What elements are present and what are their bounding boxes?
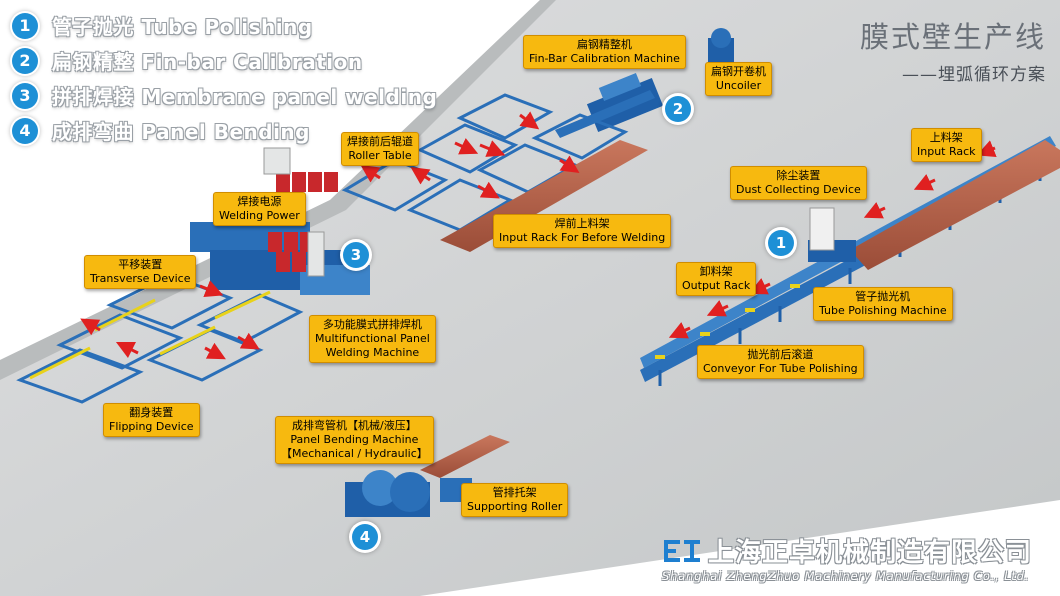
legend-item-tube-polishing: 1 管子抛光 Tube Polishing	[12, 12, 437, 39]
legend-item-panel-bending: 4 成排弯曲 Panel Bending	[12, 117, 437, 144]
title-sub: ——埋弧循环方案	[902, 65, 1046, 85]
callout-en: Input Rack For Before Welding	[499, 231, 666, 244]
stage-badge-2: 2	[665, 96, 691, 122]
callout-cn: 成排弯管机【机械/液压】	[292, 419, 417, 432]
callout-cn: 焊前上料架	[554, 217, 610, 230]
callout-cn: 翻身装置	[129, 406, 174, 419]
title-main: 膜式壁生产线	[859, 20, 1046, 54]
callout-dust-collecting: 除尘装置 Dust Collecting Device	[730, 166, 867, 200]
callout-cn: 平移装置	[118, 258, 163, 271]
legend-label: 扁钢精整 Fin-bar Calibration	[52, 50, 363, 74]
stage-badge-4: 4	[352, 524, 378, 550]
callout-en: Welding Power	[219, 209, 300, 222]
callout-panel-bending: 成排弯管机【机械/液压】 Panel Bending Machine 【Mech…	[275, 416, 434, 464]
callout-tube-polishing-machine: 管子抛光机 Tube Polishing Machine	[813, 287, 953, 321]
company-name-en: Shanghai ZhengZhuo Machinery Manufacturi…	[662, 569, 1030, 583]
callout-cn: 卸料架	[699, 265, 733, 278]
legend-label: 成排弯曲 Panel Bending	[52, 120, 310, 144]
company-mark: 上海正卓机械制造有限公司	[662, 532, 1032, 569]
callout-cn: 除尘装置	[776, 169, 821, 182]
callout-en: Input Rack	[917, 145, 976, 158]
callout-flipping-device: 翻身装置 Flipping Device	[103, 403, 200, 437]
company-logo-icon	[664, 539, 700, 562]
callout-cn: 扁钢开卷机	[711, 65, 766, 78]
company-name-cn: 上海正卓机械制造有限公司	[708, 538, 1033, 568]
legend-item-fin-bar: 2 扁钢精整 Fin-bar Calibration	[12, 47, 437, 74]
callout-cn: 多功能膜式拼排焊机	[322, 318, 422, 331]
callout-en: Roller Table	[348, 149, 412, 162]
legend-number-badge: 1	[12, 12, 38, 39]
callout-roller-table: 焊接前后辊道 Roller Table	[341, 132, 419, 166]
callout-fin-bar-machine: 扁钢精整机 Fin-Bar Calibration Machine	[523, 35, 686, 69]
callout-en: Transverse Device	[90, 272, 191, 285]
callout-en-line2: 【Mechanical / Hydraulic】	[281, 447, 428, 460]
callout-en: Uncoiler	[715, 79, 762, 92]
callout-en: Conveyor For Tube Polishing	[703, 362, 858, 375]
callout-uncoiler: 扁钢开卷机 Uncoiler	[705, 62, 772, 96]
legend-number-badge: 4	[12, 117, 38, 144]
callout-conveyor: 抛光前后滚道 Conveyor For Tube Polishing	[697, 345, 864, 379]
callout-en: Tube Polishing Machine	[819, 304, 947, 317]
callout-en-line1: Panel Bending Machine	[290, 433, 419, 446]
callout-input-rack-before-welding: 焊前上料架 Input Rack For Before Welding	[493, 214, 672, 248]
legend-number-badge: 2	[12, 47, 38, 74]
stage-badge-1: 1	[768, 230, 794, 256]
callout-welding-power: 焊接电源 Welding Power	[213, 192, 306, 226]
callout-supporting-roller: 管排托架 Supporting Roller	[461, 483, 569, 517]
callout-en-line1: Multifunctional Panel	[315, 332, 430, 345]
process-legend: 1 管子抛光 Tube Polishing 2 扁钢精整 Fin-bar Cal…	[12, 12, 437, 152]
callout-en-line2: Welding Machine	[325, 346, 420, 359]
callout-en: Supporting Roller	[467, 500, 563, 513]
legend-label: 管子抛光 Tube Polishing	[52, 15, 313, 39]
stage-badge-3: 3	[343, 242, 369, 268]
welding-area	[16, 93, 648, 404]
callout-cn: 抛光前后滚道	[747, 348, 814, 361]
callout-en: Fin-Bar Calibration Machine	[529, 52, 680, 65]
callout-cn: 焊接电源	[237, 195, 282, 208]
callout-cn: 上料架	[929, 131, 963, 144]
diagram-title: 膜式壁生产线 ——埋弧循环方案	[860, 14, 1046, 85]
callout-cn: 扁钢精整机	[576, 38, 632, 51]
callout-cn: 管排托架	[492, 486, 537, 499]
legend-number-badge: 3	[12, 82, 38, 109]
legend-item-membrane-welding: 3 拼排焊接 Membrane panel welding	[12, 82, 437, 109]
callout-en: Dust Collecting Device	[736, 183, 861, 196]
callout-multifunctional-welding: 多功能膜式拼排焊机 Multifunctional Panel Welding …	[309, 315, 436, 363]
callout-en: Flipping Device	[109, 420, 194, 433]
panel-bending-area	[345, 435, 510, 517]
callout-transverse-device: 平移装置 Transverse Device	[84, 255, 197, 289]
callout-cn: 管子抛光机	[855, 290, 911, 303]
callout-en: Output Rack	[682, 279, 751, 292]
callout-output-rack: 卸料架 Output Rack	[676, 262, 757, 296]
tube-polishing-line	[640, 136, 1060, 386]
legend-label: 拼排焊接 Membrane panel welding	[52, 85, 438, 109]
callout-cn: 焊接前后辊道	[347, 135, 413, 148]
fin-bar-line	[555, 28, 734, 138]
callout-input-rack: 上料架 Input Rack	[911, 128, 982, 162]
